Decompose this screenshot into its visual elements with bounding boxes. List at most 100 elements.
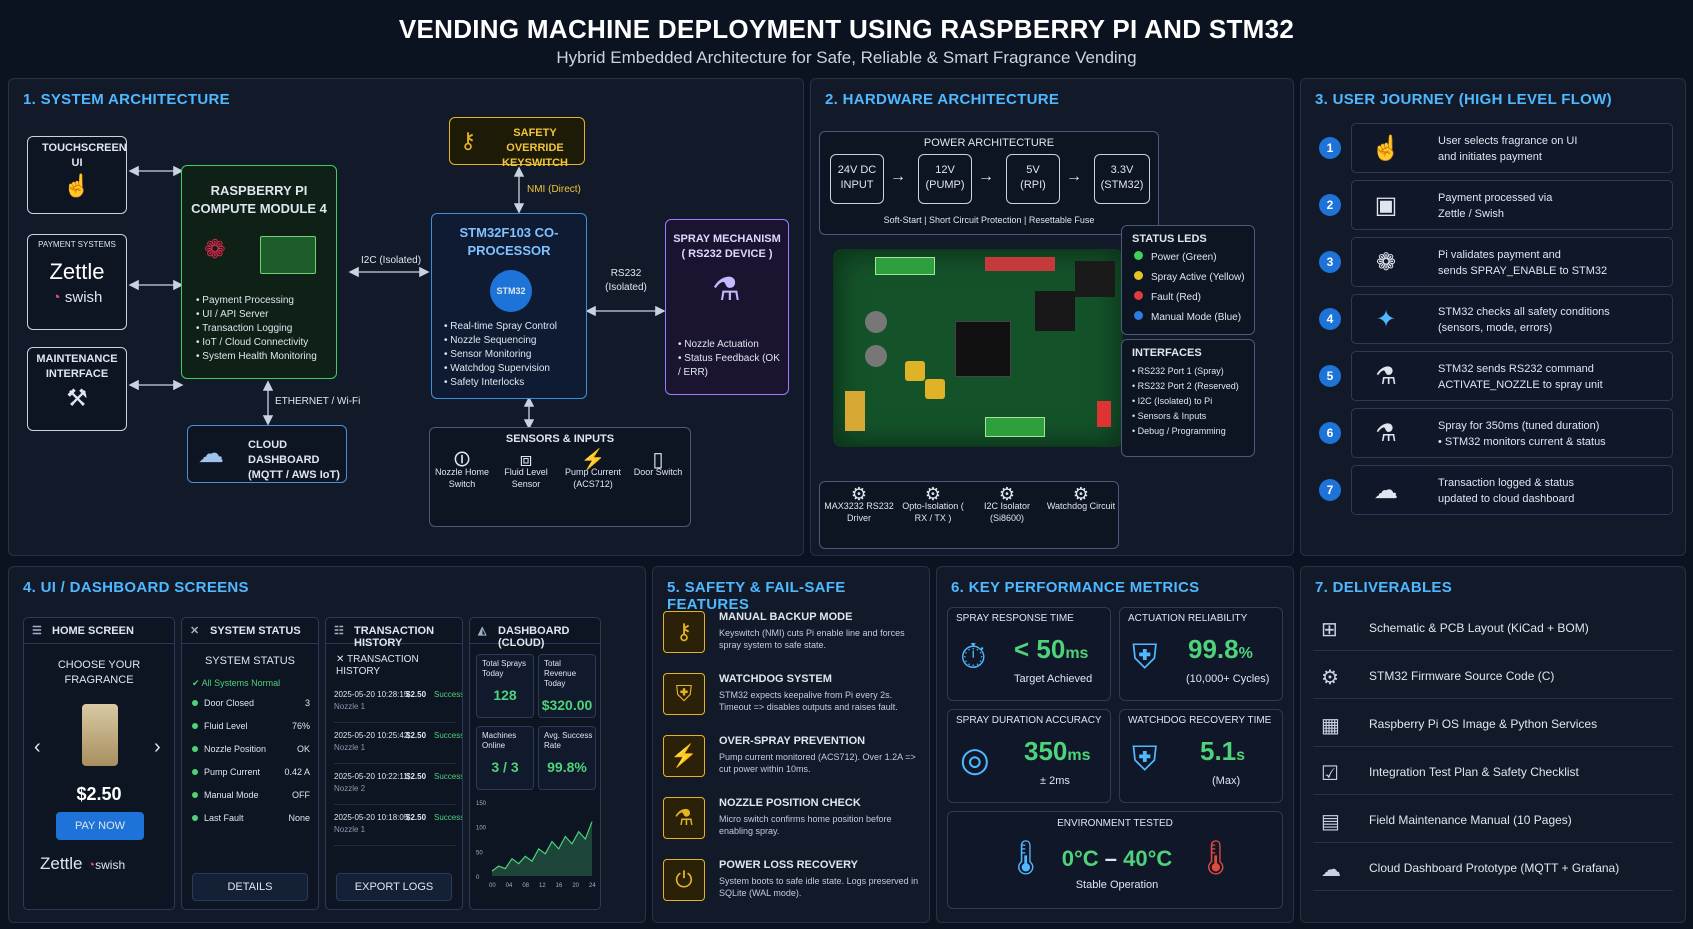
led-dot-icon xyxy=(1134,271,1143,280)
details-button[interactable]: DETAILS xyxy=(192,873,308,901)
swish-icon: ◔ xyxy=(87,857,96,872)
step-line: updated to cloud dashboard xyxy=(1438,493,1575,505)
rpi-feature: UI / API Server xyxy=(196,308,317,322)
deliverable-item: ☁Cloud Dashboard Prototype (MQTT + Grafa… xyxy=(1313,847,1673,891)
payment-systems-label: PAYMENT SYSTEMS xyxy=(38,240,116,249)
target-icon: ◎ xyxy=(960,741,990,779)
metric-value: 350ms xyxy=(1024,736,1091,766)
spray-command-icon: ⚗ xyxy=(1375,363,1397,390)
stm32-box: STM32F103 CO-PROCESSOR STM32 Real-time S… xyxy=(431,213,587,399)
section-title: 2. HARDWARE ARCHITECTURE xyxy=(825,91,1060,108)
pay-now-button[interactable]: PAY NOW xyxy=(56,812,144,840)
metric-label: ACTUATION RELIABILITY xyxy=(1128,613,1248,624)
chevron-left-icon[interactable]: ‹ xyxy=(34,736,41,758)
dashboard-icon: ◭ xyxy=(478,625,487,637)
stm32-feature: Nozzle Sequencing xyxy=(444,334,557,348)
chips-box: ⚙MAX3232 RS232 Driver ⚙Opto-Isolation ( … xyxy=(819,481,1119,549)
journey-step: ✦STM32 checks all safety conditions(sens… xyxy=(1351,294,1673,344)
screen-header: ✕SYSTEM STATUS xyxy=(182,618,318,644)
stm32-feature-list: Real-time Spray Control Nozzle Sequencin… xyxy=(444,320,557,390)
chip-icon xyxy=(260,236,316,274)
page-title: VENDING MACHINE DEPLOYMENT USING RASPBER… xyxy=(398,14,1295,44)
stm32-feature: Safety Interlocks xyxy=(444,376,557,390)
deliverable-item: ▤Field Maintenance Manual (10 Pages) xyxy=(1313,799,1673,843)
section-title: 4. UI / DASHBOARD SCREENS xyxy=(23,579,249,596)
tools-icon: ⚒ xyxy=(66,385,88,412)
interface-item: Sensors & Inputs xyxy=(1132,409,1254,424)
metric-value: 5.1s xyxy=(1200,736,1246,766)
power-stage: 5V (RPI) xyxy=(1006,154,1060,204)
stm32-title: STM32F103 CO-PROCESSOR xyxy=(459,225,559,258)
schematic-icon: ⊞ xyxy=(1321,619,1338,641)
spray-mechanism-box: SPRAY MECHANISM ( RS232 DEVICE ) ⚗ Nozzl… xyxy=(665,219,789,395)
touchscreen-box: TOUCHSCREEN UI ☝ xyxy=(27,136,127,214)
choose-fragrance-label: CHOOSE YOUR FRAGRANCE xyxy=(57,659,141,686)
y-tick-label: 150 xyxy=(476,801,487,807)
led-item: Fault (Red) xyxy=(1134,288,1254,308)
area-series xyxy=(492,821,592,876)
interface-item: I2C (Isolated) to Pi xyxy=(1132,394,1254,409)
step-line: sends SPRAY_ENABLE to STM32 xyxy=(1438,265,1608,277)
nmi-label: NMI (Direct) xyxy=(527,184,581,195)
thermometer-hot-icon: 🌡 xyxy=(1194,839,1238,877)
cloud-icon: ☁ xyxy=(198,438,224,468)
manual-icon: ▤ xyxy=(1321,811,1340,833)
metric-sub: (Max) xyxy=(1212,775,1241,787)
payment-systems-box: PAYMENT SYSTEMS Zettle ◔ swish xyxy=(27,234,127,330)
power-note: Soft-Start | Short Circuit Protection | … xyxy=(883,215,1095,225)
maintenance-label: MAINTENANCE INTERFACE xyxy=(36,353,118,380)
cloud-dashboard-box: ☁ CLOUD DASHBOARD (MQTT / AWS IoT) xyxy=(187,425,347,483)
metric-value: 99.8% xyxy=(1188,634,1253,664)
thermometer-cold-icon: 🌡 xyxy=(1004,839,1048,877)
user-journey-panel: 3. USER JOURNEY (HIGH LEVEL FLOW) 1☝User… xyxy=(1300,78,1686,556)
metric-sub: Target Achieved xyxy=(1014,673,1093,685)
perfume-bottle-icon[interactable] xyxy=(82,704,118,766)
sensor-item: ▯Door Switch xyxy=(630,450,686,478)
step-number: 1 xyxy=(1319,137,1341,159)
x-tick-label: 12 xyxy=(539,883,546,889)
y-tick-label: 50 xyxy=(476,850,483,856)
power-stage: 3.3V (STM32) xyxy=(1094,154,1150,204)
metric-label: WATCHDOG RECOVERY TIME xyxy=(1128,715,1272,726)
current-sensor-icon: ⚡ xyxy=(580,449,606,471)
spray-bottle-icon: ⚗ xyxy=(712,271,741,307)
environment-card: ENVIRONMENT TESTED 🌡 0°C – 40°C Stable O… xyxy=(947,811,1283,909)
swish-logo: swish xyxy=(95,858,126,872)
price-label: $2.50 xyxy=(76,784,122,804)
system-status-screen: ✕SYSTEM STATUS SYSTEM STATUS ✔ All Syste… xyxy=(181,617,319,910)
x-tick-label: 08 xyxy=(522,883,529,889)
led-dot-icon xyxy=(1134,251,1143,260)
menu-icon[interactable]: ☰ xyxy=(32,625,42,637)
export-logs-button[interactable]: EXPORT LOGS xyxy=(336,873,452,901)
step-number: 2 xyxy=(1319,194,1341,216)
status-leds-title: STATUS LEDS xyxy=(1132,233,1207,245)
deliverable-item: ⊞Schematic & PCB Layout (KiCad + BOM) xyxy=(1313,607,1673,651)
safety-override-label: SAFETY OVERRIDE KEYSWITCH xyxy=(502,127,568,169)
metric-card: SPRAY RESPONSE TIME ⏱ < 50ms Target Achi… xyxy=(947,607,1111,701)
chevron-right-icon[interactable]: › xyxy=(154,736,161,758)
cloud-lock-icon: ☁ xyxy=(1374,477,1398,504)
step-line: and initiates payment xyxy=(1438,151,1542,163)
rpi-feature: Transaction Logging xyxy=(196,322,317,336)
arrow-icon: → xyxy=(1066,168,1082,185)
raspberry-icon: ❁ xyxy=(1375,249,1397,276)
watchdog-icon: ⚙ xyxy=(1072,484,1090,504)
chip-icon: ⚙ xyxy=(850,484,868,504)
x-tick-label: 16 xyxy=(556,883,563,889)
stm32-feature: Sensor Monitoring xyxy=(444,348,557,362)
section-title: 6. KEY PERFORMANCE METRICS xyxy=(951,579,1200,596)
deliverables-panel: 7. DELIVERABLES ⊞Schematic & PCB Layout … xyxy=(1300,566,1686,923)
led-item: Spray Active (Yellow) xyxy=(1134,268,1254,288)
transaction-history-screen: ☷TRANSACTION HISTORY ✕ TRANSACTION HISTO… xyxy=(325,617,463,910)
cloud-icon: ☁ xyxy=(1321,859,1341,881)
touch-hand-icon: ☝ xyxy=(63,173,91,198)
screen-header: ☰HOME SCREEN xyxy=(24,618,174,644)
